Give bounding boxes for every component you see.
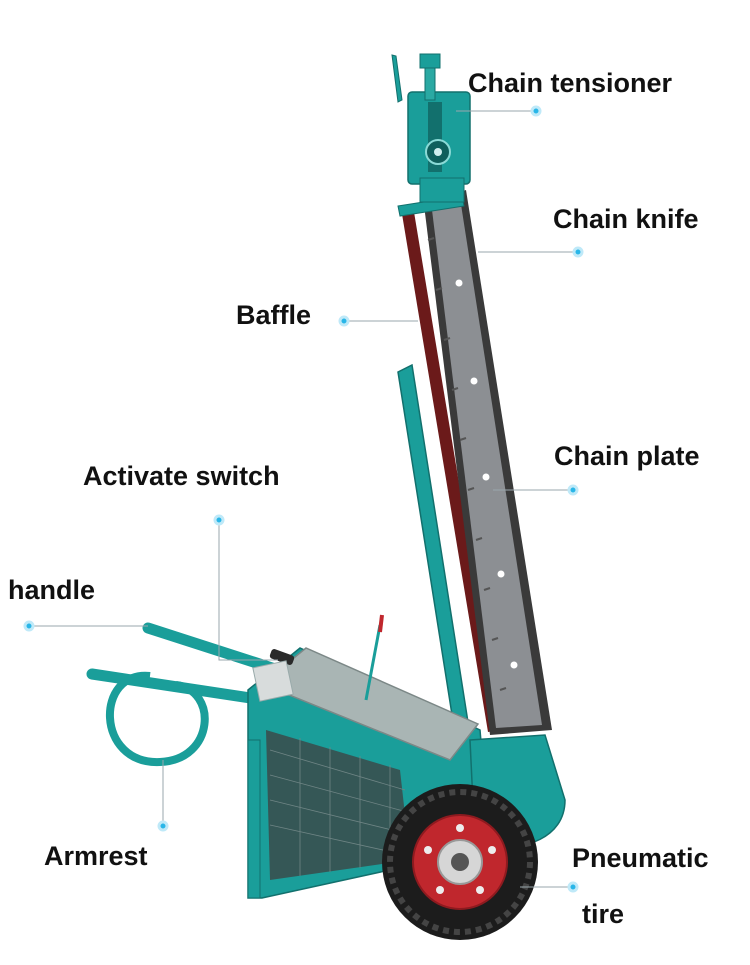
armrest-loop <box>105 671 209 767</box>
label-pneumatic: Pneumatic <box>572 843 709 873</box>
label-armrest: Armrest <box>44 841 148 871</box>
label-chain-plate: Chain plate <box>554 441 700 471</box>
mesh-enclosure <box>266 730 410 880</box>
wheel-bolts <box>424 824 496 894</box>
upper-handle <box>142 622 278 674</box>
label-chain-tensioner: Chain tensioner <box>468 68 673 98</box>
tensioner-lever <box>391 54 403 103</box>
label-activate-switch: Activate switch <box>83 461 280 491</box>
indicator-rod <box>364 624 382 701</box>
label-baffle: Baffle <box>236 300 312 330</box>
front-leg <box>247 739 261 899</box>
tensioner-screw-cap <box>419 53 441 69</box>
label-handle: handle <box>8 575 96 605</box>
indicator-tip <box>378 614 384 633</box>
tensioner-wheel-hub <box>434 148 442 156</box>
label-tire: tire <box>582 899 625 929</box>
tensioner-lower-block <box>419 177 465 203</box>
chain-plate <box>432 198 542 728</box>
switch-box <box>252 660 294 702</box>
chain-teeth <box>427 237 507 691</box>
tire-tread-ring <box>387 789 533 935</box>
mesh-lines <box>269 738 411 876</box>
wheel-axle <box>451 853 469 871</box>
label-chain-knife: Chain knife <box>553 204 699 234</box>
plate-rivets <box>455 279 518 669</box>
